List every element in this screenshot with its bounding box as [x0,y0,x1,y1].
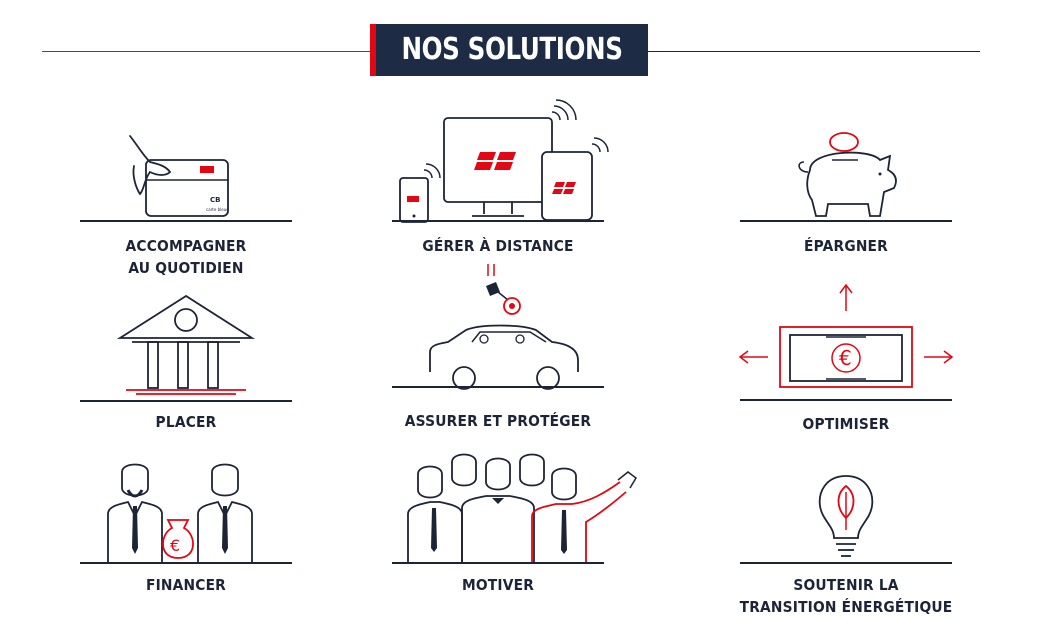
baseline [392,220,604,222]
label-accompagner: ACCOMPAGNER AU QUOTIDIEN [88,235,283,279]
title-banner: NOS SOLUTIONS [370,24,648,76]
baseline [740,399,952,401]
label-line: OPTIMISER [802,415,890,433]
solution-accompagner: CB carte bleue ACCOMPAGNER AU QUOTIDIEN [80,130,292,280]
svg-text:CB: CB [210,196,220,204]
label-transition: SOUTENIR LA TRANSITION ÉNERGÉTIQUE [730,574,962,618]
baseline [740,220,952,222]
label-line: SOUTENIR LA [793,576,899,594]
label-financer: FINANCER [88,574,283,596]
team-icon [407,453,637,562]
banknote-arrows-icon: € [738,283,954,388]
title-rule-right [648,51,980,52]
piggy-bank-icon [798,132,897,217]
bank-building-icon [116,294,256,395]
solution-optimiser: € OPTIMISER [738,283,954,435]
title-accent-bar [370,24,376,76]
label-line: ÉPARGNER [803,237,888,255]
card-text: carte bleue [206,207,229,212]
solution-motiver: MOTIVER [392,452,637,608]
label-line: GÉRER À DISTANCE [422,237,574,255]
label-line: ASSURER ET PROTÉGER [404,412,592,430]
solution-gerer: GÉRER À DISTANCE [392,99,612,280]
solution-financer: € FINANCER [80,458,292,608]
baseline [80,562,292,564]
solution-epargner: ÉPARGNER [740,120,952,270]
lightbulb-leaf-icon [818,475,874,557]
label-line: AU QUOTIDIEN [128,259,244,277]
label-line: MOTIVER [461,576,535,594]
label-motiver: MOTIVER [400,574,595,596]
label-line: PLACER [155,413,217,431]
solution-transition: SOUTENIR LA TRANSITION ÉNERGÉTIQUE [740,472,952,628]
label-line: FINANCER [145,576,226,594]
baseline [740,562,952,564]
label-line: ACCOMPAGNER [125,237,247,255]
page-title: NOS SOLUTIONS [401,32,623,67]
svg-text:€: € [170,536,180,555]
card-hand-icon: CB carte bleue [129,135,229,217]
baseline [80,220,292,222]
solution-assurer: ASSURER ET PROTÉGER [392,262,612,442]
label-optimiser: OPTIMISER [748,413,943,435]
svg-text:€: € [839,346,852,370]
baseline [80,400,292,402]
label-gerer: GÉRER À DISTANCE [400,235,595,257]
title-rule-left [42,51,372,52]
car-icon [429,264,579,390]
baseline [392,562,604,564]
label-placer: PLACER [88,411,283,433]
solution-placer: PLACER [80,292,292,442]
handshake-people-icon: € [107,463,253,562]
label-assurer: ASSURER ET PROTÉGER [400,410,595,432]
baseline [392,386,604,388]
label-line: TRANSITION ÉNERGÉTIQUE [739,598,953,616]
label-epargner: ÉPARGNER [748,235,943,257]
devices-icon [399,99,609,223]
